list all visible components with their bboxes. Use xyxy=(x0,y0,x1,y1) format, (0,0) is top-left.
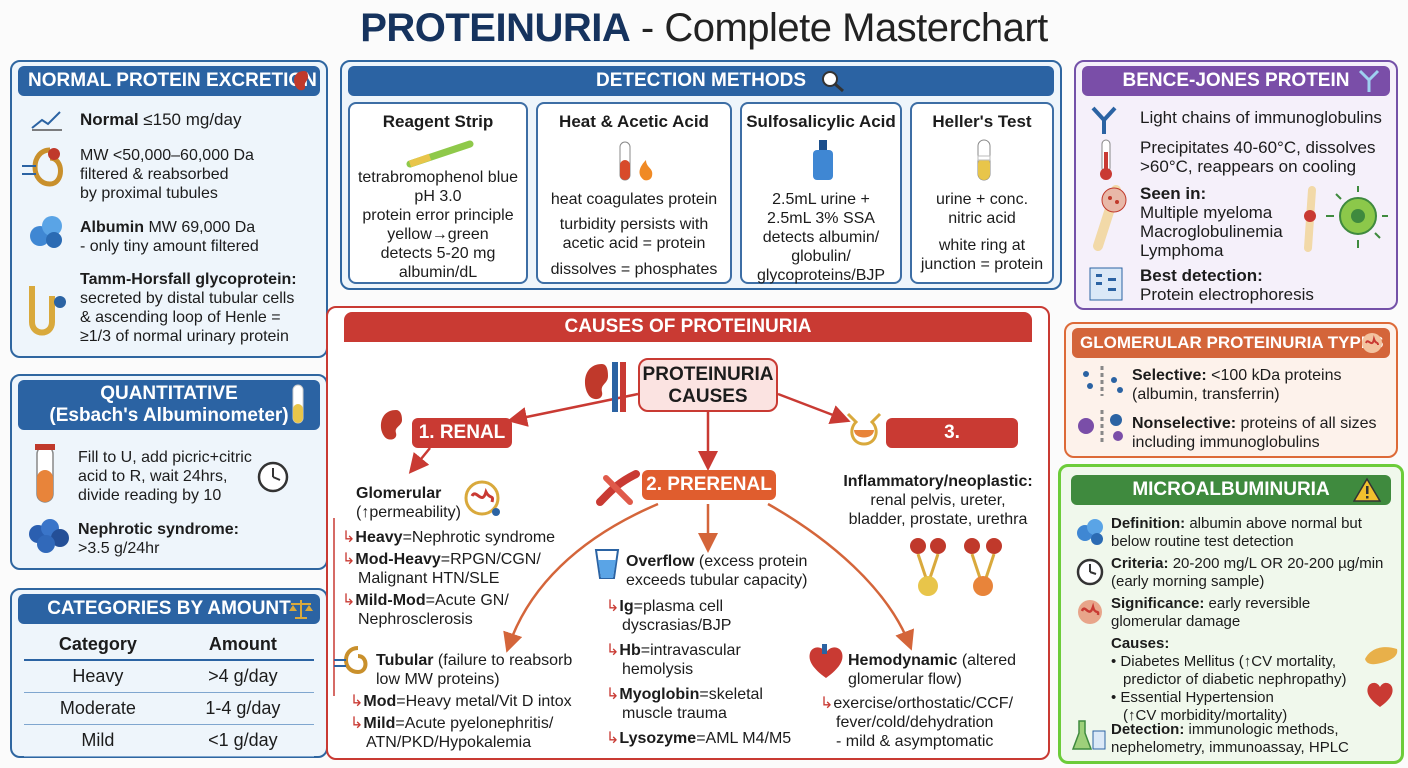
albumin-molecule-icon xyxy=(30,216,62,248)
test-tube-icon xyxy=(292,384,304,424)
hellers-test-card: Heller's Test urine + conc. nitric acid … xyxy=(910,102,1054,284)
myeloma-cell-icon xyxy=(1304,186,1388,252)
magnifier-icon xyxy=(822,71,844,93)
chart-up-icon xyxy=(31,111,62,131)
sulfosalicylic-card: Sulfosalicylic Acid 2.5mL urine + 2.5mL … xyxy=(740,102,902,284)
table-row: Heavy>4 g/day xyxy=(24,660,314,693)
glomerulus-icon xyxy=(1078,600,1102,624)
nonselective-filter-icon xyxy=(1078,410,1123,444)
scale-icon xyxy=(289,600,313,619)
dropper-bottle-icon xyxy=(813,140,833,180)
loop-of-henle-icon xyxy=(29,286,66,336)
electrophoresis-icon xyxy=(1089,267,1123,301)
microalbuminuria-panel: MICROALBUMINURIA Definition: albumin abo… xyxy=(1058,464,1404,764)
heart-icon xyxy=(809,644,843,678)
clock-icon xyxy=(257,461,289,493)
postrenal-badge: 3. POSTRENAL xyxy=(886,418,1018,473)
glomerulus-icon xyxy=(1362,333,1382,353)
urinary-tract-icons xyxy=(910,538,1002,596)
normal-excretion-panel: NORMAL PROTEIN EXCRETION Normal ≤150 mg/… xyxy=(10,60,328,358)
thermometer-icon xyxy=(1100,139,1112,180)
causes-header: CAUSES OF PROTEINURIA xyxy=(344,312,1032,342)
albuminometer-tube-icon xyxy=(35,444,55,503)
bence-jones-header: BENCE-JONES PROTEIN xyxy=(1082,66,1390,96)
page-title: PROTEINURIA - Complete Masterchart xyxy=(360,6,1048,50)
clock-icon xyxy=(1076,558,1104,586)
tubule-icon xyxy=(334,646,368,675)
normal-excretion-header: NORMAL PROTEIN EXCRETION xyxy=(18,66,320,96)
kidney-vessels-icon xyxy=(584,362,626,412)
detection-header: DETECTION METHODS xyxy=(348,66,1054,96)
albumin-molecule-icon xyxy=(1077,519,1103,545)
prerenal-badge: 2. PRERENAL xyxy=(642,470,776,500)
kidney-icon xyxy=(294,71,308,91)
nephron-icon xyxy=(22,147,63,187)
bladder-icon xyxy=(846,412,882,446)
reagent-strip-card: Reagent Strip tetrabromophenol blue pH 3… xyxy=(348,102,528,284)
quantitative-panel: QUANTITATIVE(Esbach's Albuminometer) Fil… xyxy=(10,374,328,570)
renal-badge: 1. RENAL xyxy=(412,418,512,448)
glomerular-types-panel: GLOMERULAR PROTEINURIA TYPES Selective: … xyxy=(1064,322,1398,458)
lab-equipment-icon xyxy=(1071,720,1106,750)
glomerular-types-header: GLOMERULAR PROTEINURIA TYPES xyxy=(1072,328,1390,358)
heart-icon xyxy=(1367,682,1393,707)
pancreas-icon xyxy=(1365,647,1398,665)
bone-marrow-icon xyxy=(1093,185,1127,251)
table-row: Mild<1 g/day xyxy=(24,724,314,757)
categories-header: CATEGORIES BY AMOUNT xyxy=(18,594,320,624)
microalbuminuria-header: MICROALBUMINURIA xyxy=(1071,475,1391,505)
antibody-icon xyxy=(1358,69,1380,92)
blood-vessel-icon xyxy=(596,470,640,506)
bence-jones-panel: BENCE-JONES PROTEIN Light chains of immu… xyxy=(1074,60,1398,310)
protein-aggregate-icon xyxy=(29,519,69,553)
warning-icon xyxy=(1353,477,1381,502)
ring-tube-icon xyxy=(977,139,991,181)
selective-filter-icon xyxy=(1083,366,1123,396)
reagent-strip-icon xyxy=(406,140,474,168)
glomerulus-icon xyxy=(464,480,500,516)
kidney-icon xyxy=(380,410,402,440)
quantitative-header: QUANTITATIVE(Esbach's Albuminometer) xyxy=(18,380,320,430)
heat-acetic-card: Heat & Acetic Acid heat coagulates prote… xyxy=(536,102,732,284)
detection-panel: DETECTION METHODS Reagent Strip tetrabro… xyxy=(340,60,1062,290)
water-glass-icon xyxy=(594,549,620,579)
heat-tube-icon xyxy=(619,141,653,181)
antibody-icon xyxy=(1091,106,1117,134)
